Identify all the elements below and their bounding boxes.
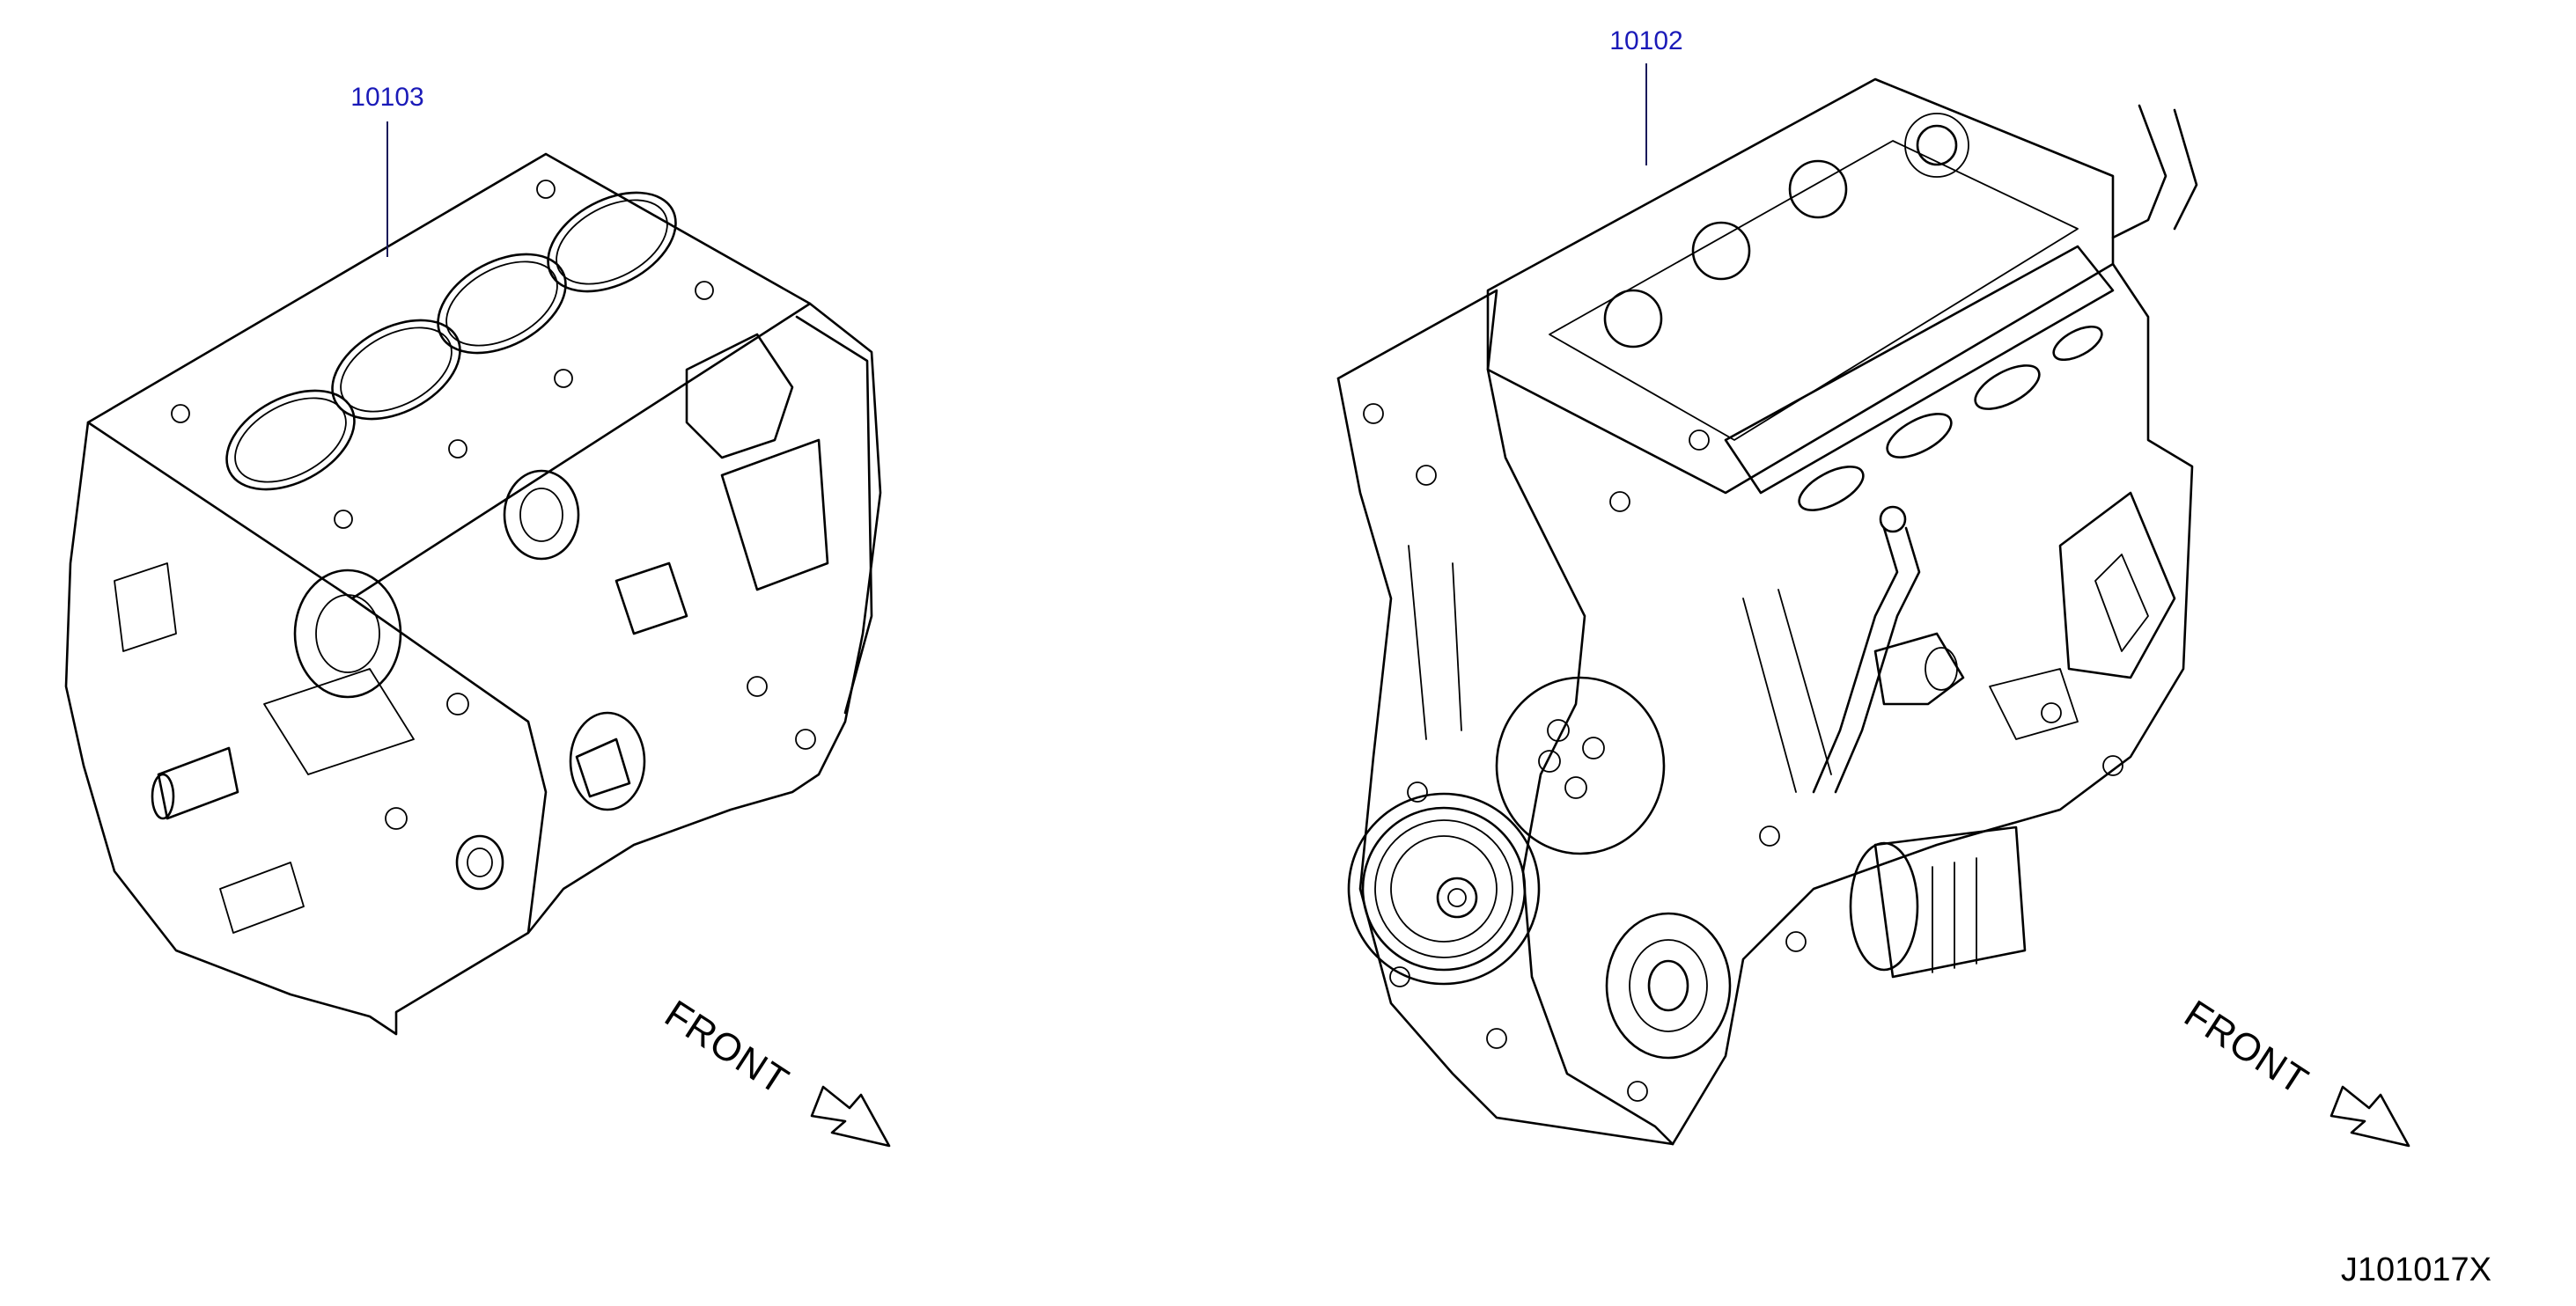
engine-assembly-illustration <box>1336 77 2198 1146</box>
front-direction-label-right: FRONT <box>2177 992 2316 1103</box>
front-arrow-icon-left <box>810 1085 891 1148</box>
front-arrow-icon-right <box>2329 1085 2410 1148</box>
diagram-code: J101017X <box>2341 1251 2491 1288</box>
front-direction-label-left: FRONT <box>658 992 797 1103</box>
cylinder-block-illustration <box>64 152 882 1036</box>
part-number-10102[interactable]: 10102 <box>1609 26 1682 55</box>
part-number-10103[interactable]: 10103 <box>350 83 423 112</box>
